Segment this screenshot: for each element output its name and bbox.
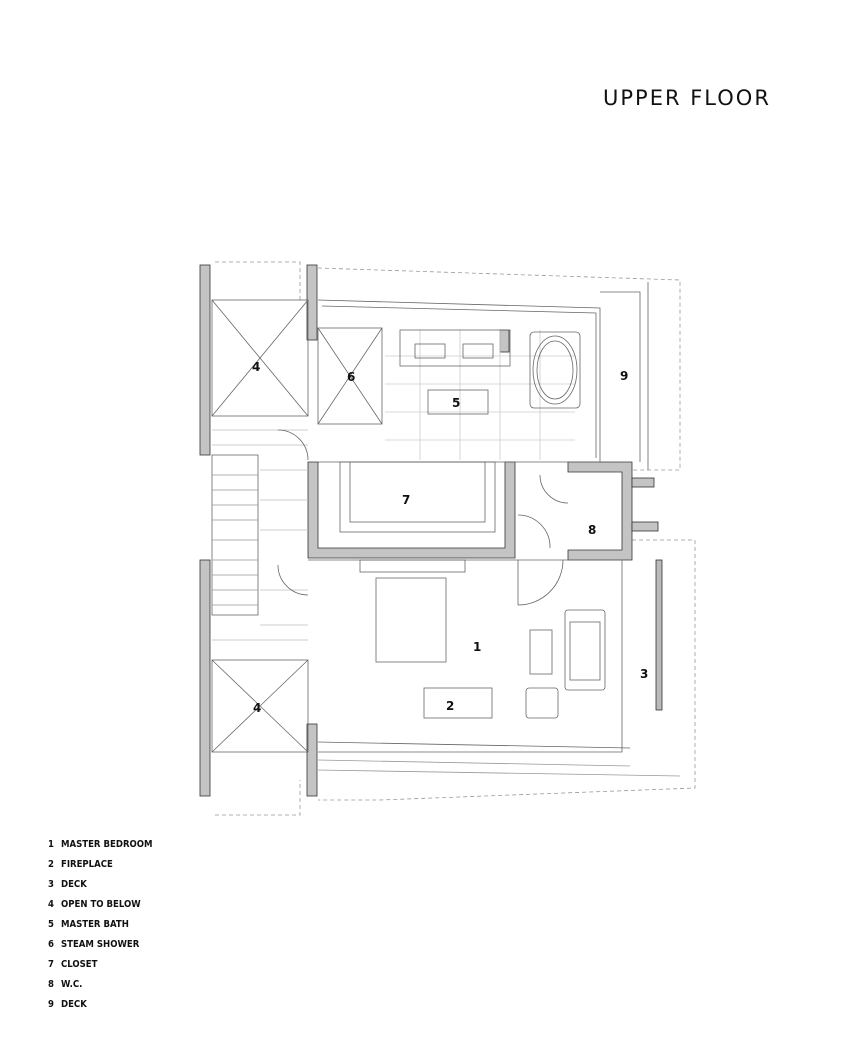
fireplace xyxy=(423,687,493,719)
room-number-5: 5 xyxy=(452,396,460,410)
legend-item: 4 OPEN TO BELOW xyxy=(48,899,141,910)
floor-plan: 1 2 3 4 4 5 6 7 8 9 xyxy=(199,261,696,816)
bath-perimeter xyxy=(317,299,601,463)
legend-item: 1 MASTER BEDROOM xyxy=(48,839,153,850)
room-number-1: 1 xyxy=(473,640,481,654)
deck-outline-west xyxy=(215,261,301,816)
closet-wall xyxy=(307,461,516,559)
room-number-4-lower: 4 xyxy=(253,701,261,715)
deck-outline-north xyxy=(317,267,681,471)
bed xyxy=(375,577,447,663)
legend-item: 8 W.C. xyxy=(48,979,83,990)
room-number-3: 3 xyxy=(640,667,648,681)
room-number-8: 8 xyxy=(588,523,596,537)
room-number-2: 2 xyxy=(446,699,454,713)
wc-fin-2 xyxy=(631,521,659,532)
legend-item: 7 CLOSET xyxy=(48,959,98,970)
legend-item: 3 DECK xyxy=(48,879,87,890)
wc-fin-1 xyxy=(631,477,655,488)
legend: 1 MASTER BEDROOM 2 FIREPLACE 3 DECK 4 OP… xyxy=(48,838,153,1018)
room-number-7: 7 xyxy=(402,493,410,507)
steam-shower xyxy=(317,327,383,425)
wc-wall xyxy=(567,461,633,561)
legend-item: 2 FIREPLACE xyxy=(48,859,113,870)
room-number-4-upper: 4 xyxy=(252,360,260,374)
wall-mid-lower xyxy=(306,723,318,797)
wall-west-upper xyxy=(199,264,211,456)
room-number-9: 9 xyxy=(620,369,628,383)
deck-rail-east xyxy=(655,559,663,711)
page-title: UPPER FLOOR xyxy=(603,86,771,110)
wall-west-lower xyxy=(199,559,211,797)
wall-stub xyxy=(499,329,510,353)
deck-outline-south xyxy=(318,539,696,801)
open-to-below-upper xyxy=(211,299,309,417)
legend-item: 5 MASTER BATH xyxy=(48,919,129,930)
stair xyxy=(211,454,259,616)
open-to-below-lower xyxy=(211,659,309,753)
legend-item: 9 DECK xyxy=(48,999,87,1010)
room-number-6: 6 xyxy=(347,370,355,384)
legend-item: 6 STEAM SHOWER xyxy=(48,939,140,950)
bedroom-perimeter xyxy=(308,559,623,753)
wall-mid-upper xyxy=(306,264,318,341)
